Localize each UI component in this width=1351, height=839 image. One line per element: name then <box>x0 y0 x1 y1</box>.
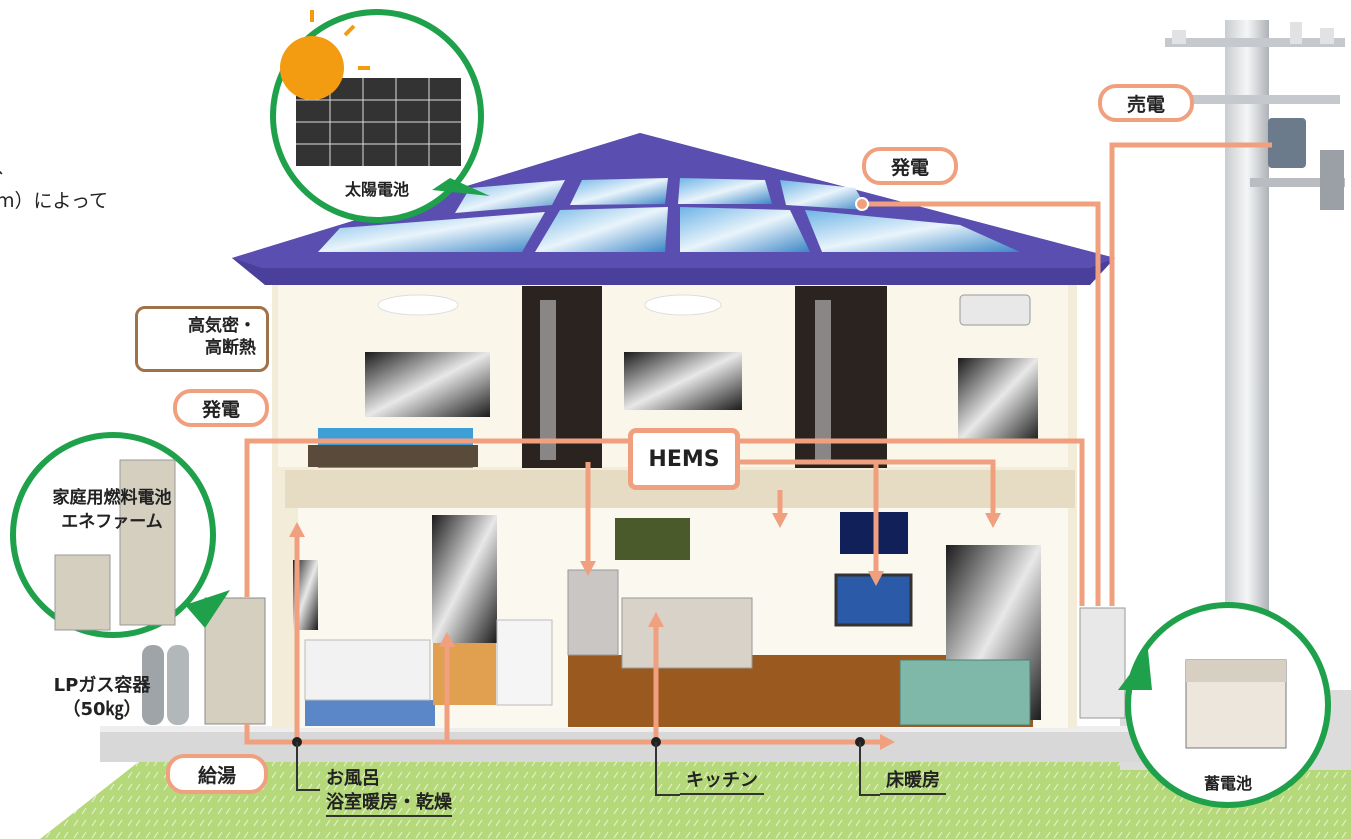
floor-heating-label: 床暖房 <box>880 769 946 795</box>
flow-arrowheads <box>289 513 1001 750</box>
hot-water-label: 給湯 <box>166 754 268 794</box>
storage-battery-label: 蓄電池 <box>1203 774 1252 793</box>
fuel-cell-label: 家庭用燃料電池 エネファーム <box>12 486 212 534</box>
upper-window-center <box>624 352 742 410</box>
roof-solar-panels <box>318 178 1020 252</box>
hems-box: HEMS <box>628 428 740 490</box>
insulation-line-2: 高断熱 <box>205 338 256 358</box>
battery-bubble <box>1118 602 1331 808</box>
upper-window-left <box>365 352 490 417</box>
battery-unit-wall <box>1079 607 1126 719</box>
utility-pole <box>1165 20 1345 690</box>
flow-junction-dots <box>292 197 869 747</box>
ceiling-light-left <box>377 294 459 316</box>
kitchen-counter <box>621 597 753 669</box>
lp-gas-line-2: （50㎏） <box>62 699 142 720</box>
upper-window-right <box>958 358 1038 442</box>
fuel-cell-line-2: エネファーム <box>61 512 163 532</box>
power-generation-fuelcell-label: 発電 <box>173 389 269 427</box>
bath-label: お風呂 浴室暖房・乾燥 <box>326 767 452 817</box>
washing-machine <box>496 619 553 706</box>
upper-aircon <box>959 294 1031 326</box>
fuel-cell-line-1: 家庭用燃料電池 <box>52 488 172 508</box>
bath-floor <box>305 700 435 726</box>
kitchen-cabinet <box>615 518 690 560</box>
energy-flow-lines <box>244 142 1272 745</box>
lp-gas-cylinders <box>142 645 189 725</box>
fuelcell-bubble <box>10 432 230 638</box>
vanity <box>433 643 496 705</box>
sofa <box>899 659 1031 726</box>
lp-gas-line-1: LPガス容器 <box>53 675 151 696</box>
closet-left <box>522 286 602 468</box>
fuel-cell-unit <box>204 597 266 725</box>
ceiling-light-right <box>644 294 722 316</box>
kitchen-label: キッチン <box>680 769 764 795</box>
refrigerator <box>567 569 619 656</box>
solar-bubble <box>270 9 490 223</box>
bath-line-2: 浴室暖房・乾燥 <box>326 791 452 817</box>
bath-tub <box>304 639 431 701</box>
closet-right <box>795 286 887 468</box>
intro-line-1: 、 <box>0 156 15 178</box>
tv <box>834 573 913 627</box>
solar-cell-label: 太陽電池 <box>344 180 409 199</box>
lp-gas-label: LPガス容器 （50㎏） <box>46 674 158 722</box>
power-generation-roof-label: 発電 <box>862 147 958 185</box>
insulation-line-1: 高気密・ <box>188 316 256 336</box>
intro-line-2: m）によって <box>0 190 108 212</box>
intro-text: 、 m）によって <box>0 150 108 218</box>
insulation-note: 高気密・ 高断熱 <box>135 306 269 372</box>
washbasin <box>432 515 497 643</box>
bath-line-1: お風呂 <box>326 768 380 789</box>
power-sale-label: 売電 <box>1098 84 1194 122</box>
